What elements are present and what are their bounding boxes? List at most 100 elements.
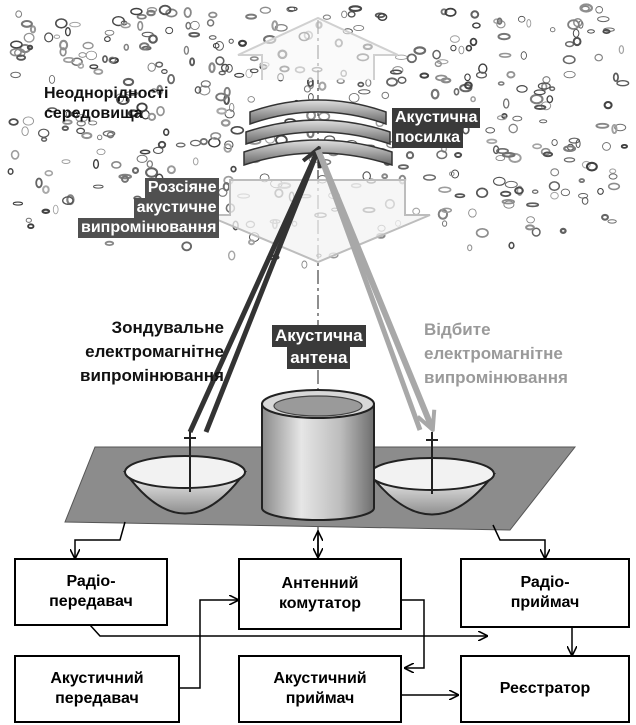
speckle	[470, 96, 476, 103]
speckle	[93, 68, 104, 75]
speckle	[136, 154, 148, 163]
speckle	[104, 36, 111, 43]
speckle	[496, 17, 503, 25]
speckle	[562, 55, 576, 65]
speckle	[220, 119, 231, 127]
speckle	[16, 54, 27, 61]
speckle	[245, 13, 258, 20]
speckle	[377, 12, 388, 22]
speckle	[551, 139, 558, 147]
speckle	[212, 42, 220, 49]
speckle	[157, 140, 167, 149]
speckle	[27, 223, 35, 230]
speckle	[194, 86, 202, 94]
block-radio-transmitter: Радіо- передавач	[14, 558, 168, 626]
speckle	[228, 38, 234, 44]
speckle	[190, 20, 200, 30]
speckle	[365, 78, 372, 87]
speckle	[225, 63, 233, 73]
speckle	[475, 187, 489, 199]
speckle	[136, 14, 147, 20]
speckle	[504, 180, 518, 189]
label-acoustic-pulse: Акустична посилка	[392, 108, 481, 148]
speckle	[137, 20, 144, 31]
speckle	[512, 115, 523, 122]
speckle	[526, 202, 540, 208]
speckle	[183, 45, 190, 55]
speckle	[465, 44, 473, 52]
speckle	[139, 42, 150, 51]
speckle	[78, 52, 87, 58]
speckle	[581, 197, 589, 205]
left-dish-antenna	[123, 430, 247, 515]
speckle	[104, 240, 115, 246]
label-reflected-em-line2: електромагнітне	[424, 344, 563, 363]
label-scattered-acoustic-line2: акустичне	[133, 198, 220, 218]
speckle	[208, 35, 217, 40]
speckle	[542, 76, 551, 84]
speckle	[442, 220, 448, 227]
speckle	[245, 68, 253, 79]
speckle	[422, 174, 437, 181]
speckle	[165, 26, 174, 35]
speckle	[503, 200, 515, 209]
speckle	[76, 127, 86, 135]
speckle	[216, 107, 228, 115]
speckle	[8, 118, 19, 126]
speckle	[167, 74, 176, 85]
speckle	[26, 44, 34, 51]
speckle	[542, 151, 554, 158]
label-medium-inhomogeneity-line2: середовища	[44, 105, 143, 122]
speckle	[9, 48, 22, 57]
label-medium-inhomogeneity-line1: Неоднорідності	[44, 85, 169, 102]
speckle	[115, 93, 125, 103]
speckle	[612, 72, 619, 83]
speckle	[498, 52, 512, 58]
speckle	[348, 92, 360, 103]
reflected-em-beam	[315, 148, 432, 430]
speckle	[496, 147, 509, 155]
speckle	[123, 43, 130, 51]
speckle	[572, 28, 580, 38]
speckle	[516, 84, 528, 93]
speckle	[464, 73, 471, 82]
speckle	[198, 85, 211, 96]
speckle	[248, 239, 255, 246]
label-probing-em-line1: Зондувальне	[111, 318, 224, 337]
speckle	[478, 63, 488, 74]
speckle	[249, 68, 259, 74]
speckle	[575, 139, 581, 149]
speckle	[595, 122, 610, 129]
speckle	[440, 8, 448, 16]
speckle	[146, 160, 154, 168]
block-radio-receiver-label: Радіо- приймач	[510, 574, 580, 611]
probing-em-beam	[187, 150, 318, 434]
speckle	[550, 191, 559, 200]
speckle	[526, 19, 532, 28]
speckle	[185, 21, 192, 30]
label-scattered-acoustic: Розсіяне акустичне випромінювання	[78, 178, 220, 238]
speckle	[531, 189, 539, 194]
speckle	[166, 165, 176, 175]
speckle	[234, 72, 245, 78]
speckle	[227, 250, 236, 261]
speckle	[492, 145, 500, 155]
speckle	[609, 168, 617, 174]
speckle	[472, 22, 481, 29]
speckle	[603, 100, 613, 110]
speckle	[449, 35, 460, 43]
speckle	[432, 49, 441, 60]
speckle	[607, 182, 621, 191]
speckle	[181, 241, 193, 252]
speckle	[25, 217, 32, 223]
speckle	[215, 92, 227, 102]
speckle	[259, 6, 272, 14]
speckle	[560, 188, 571, 197]
speckle	[158, 4, 172, 16]
speckle	[130, 7, 143, 16]
speckle	[533, 89, 546, 96]
speckle	[122, 77, 135, 87]
speckle	[148, 34, 158, 44]
speckle	[206, 19, 215, 27]
speckle	[508, 123, 518, 134]
